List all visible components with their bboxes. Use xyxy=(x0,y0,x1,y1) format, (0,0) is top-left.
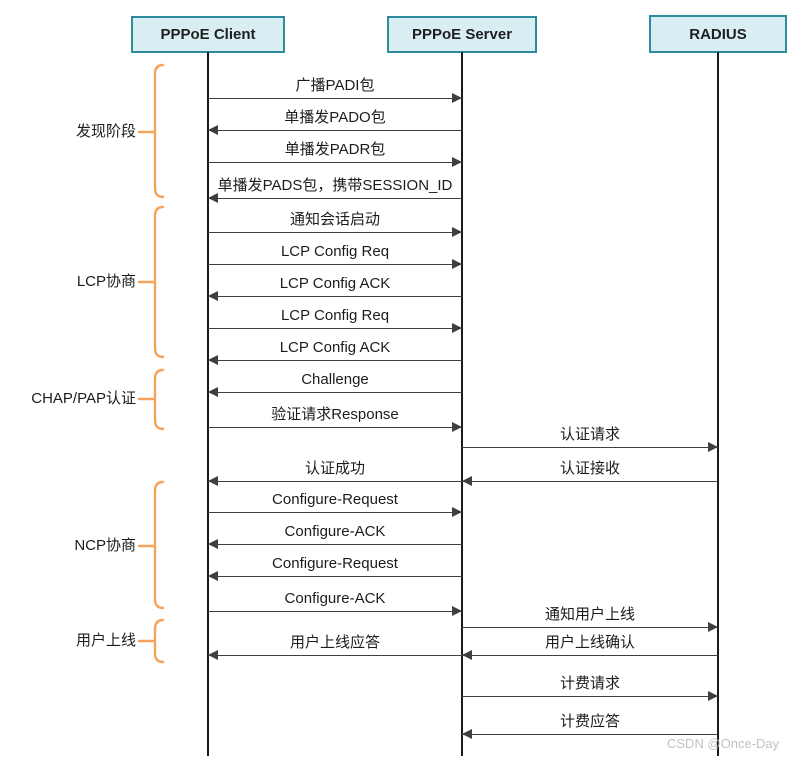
message-arrowhead xyxy=(452,259,462,269)
message-label: 计费请求 xyxy=(559,675,620,692)
message-arrowhead xyxy=(208,650,218,660)
message-arrowhead xyxy=(708,442,718,452)
message-line xyxy=(208,98,462,99)
phase-bracket xyxy=(137,63,165,199)
message-label: 用户上线应答 xyxy=(289,634,380,651)
message-label: 单播发PADS包，携带SESSION_ID xyxy=(217,177,453,194)
message-label: 认证请求 xyxy=(559,426,620,443)
message-label: 通知用户上线 xyxy=(544,606,635,623)
message-arrowhead xyxy=(208,539,218,549)
message-arrowhead xyxy=(452,227,462,237)
message-line xyxy=(208,130,462,131)
actor-radius: RADIUS xyxy=(649,15,787,53)
message-line xyxy=(462,734,718,735)
message-label: 验证请求Response xyxy=(271,406,399,423)
message-label: 通知会话启动 xyxy=(289,211,380,228)
message-arrowhead xyxy=(462,729,472,739)
message-line xyxy=(208,655,462,656)
lifeline-radius xyxy=(717,52,719,756)
message-line xyxy=(462,447,718,448)
message-arrowhead xyxy=(462,476,472,486)
message-arrowhead xyxy=(452,323,462,333)
message-line xyxy=(208,544,462,545)
message-line xyxy=(208,162,462,163)
message-line xyxy=(462,627,718,628)
message-label: LCP Config Req xyxy=(280,243,390,260)
message-label: 计费应答 xyxy=(559,713,620,730)
phase-bracket xyxy=(137,368,165,431)
lifeline-server xyxy=(461,52,463,756)
message-arrowhead xyxy=(708,691,718,701)
actor-pppoe-client: PPPoE Client xyxy=(131,16,285,53)
message-line xyxy=(208,611,462,612)
message-line xyxy=(462,696,718,697)
message-line xyxy=(208,427,462,428)
message-label: Configure-Request xyxy=(272,555,398,572)
message-line xyxy=(208,512,462,513)
message-arrowhead xyxy=(208,476,218,486)
phase-label: 发现阶段 xyxy=(75,123,136,140)
message-line xyxy=(208,198,462,199)
watermark: CSDN @Once-Day xyxy=(667,736,780,751)
message-line xyxy=(208,264,462,265)
message-arrowhead xyxy=(208,387,218,397)
message-line xyxy=(208,576,462,577)
message-arrowhead xyxy=(208,193,218,203)
message-line xyxy=(208,328,462,329)
message-label: LCP Config Req xyxy=(280,307,390,324)
message-label: 认证成功 xyxy=(304,460,365,477)
message-label: 单播发PADR包 xyxy=(284,141,386,158)
message-arrowhead xyxy=(208,571,218,581)
message-arrowhead xyxy=(452,93,462,103)
message-label: 单播发PADO包 xyxy=(284,109,386,126)
message-label: Configure-ACK xyxy=(284,523,386,540)
message-arrowhead xyxy=(208,291,218,301)
message-line xyxy=(208,481,462,482)
phase-bracket xyxy=(137,618,165,664)
message-label: 认证接收 xyxy=(559,460,620,477)
message-arrowhead xyxy=(708,622,718,632)
message-line xyxy=(208,392,462,393)
message-line xyxy=(462,655,718,656)
message-label: Configure-Request xyxy=(272,491,398,508)
message-arrowhead xyxy=(208,125,218,135)
message-arrowhead xyxy=(452,606,462,616)
message-line xyxy=(208,296,462,297)
lifeline-client xyxy=(207,52,209,756)
phase-label: LCP协商 xyxy=(76,273,136,290)
phase-label: NCP协商 xyxy=(74,537,136,554)
message-label: 广播PADI包 xyxy=(295,77,375,94)
message-label: LCP Config ACK xyxy=(279,339,391,356)
message-arrowhead xyxy=(208,355,218,365)
message-line xyxy=(462,481,718,482)
message-arrowhead xyxy=(462,650,472,660)
actor-pppoe-server: PPPoE Server xyxy=(387,16,537,53)
phase-bracket xyxy=(137,480,165,610)
phase-label: 用户上线 xyxy=(75,632,136,649)
message-label: Configure-ACK xyxy=(284,590,386,607)
message-label: 用户上线确认 xyxy=(544,634,635,651)
message-arrowhead xyxy=(452,157,462,167)
message-arrowhead xyxy=(452,422,462,432)
message-label: Challenge xyxy=(301,371,369,388)
message-label: LCP Config ACK xyxy=(279,275,391,292)
message-arrowhead xyxy=(452,507,462,517)
message-line xyxy=(208,360,462,361)
phase-label: CHAP/PAP认证 xyxy=(31,390,136,407)
phase-bracket xyxy=(137,205,165,359)
message-line xyxy=(208,232,462,233)
